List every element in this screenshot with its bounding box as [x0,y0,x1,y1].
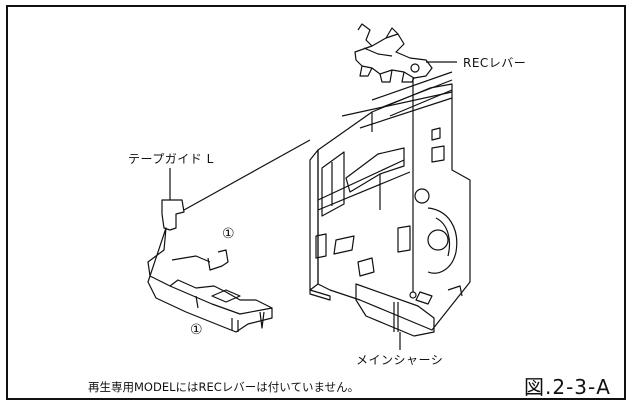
rec-lever-label: RECレバー [463,56,527,70]
tape-guide-l-part [147,199,273,333]
callout-1-upper: ① [222,226,235,242]
alignment-hole [409,291,417,299]
figure-number: 図.2-3-A [524,375,611,399]
rec-lever-part [354,23,433,83]
guide-connector-line [183,139,311,211]
main-chassis-label: メインシャーシ [356,353,444,367]
main-chassis-tab [355,283,435,348]
tape-guide-l-label: テープガイド L [128,152,214,166]
main-chassis-part [309,71,471,331]
figure-frame [6,5,626,400]
callout-1-lower: ① [190,322,203,338]
figure-caption: 再生専用MODELにはRECレバーは付いていません。 [88,380,360,394]
